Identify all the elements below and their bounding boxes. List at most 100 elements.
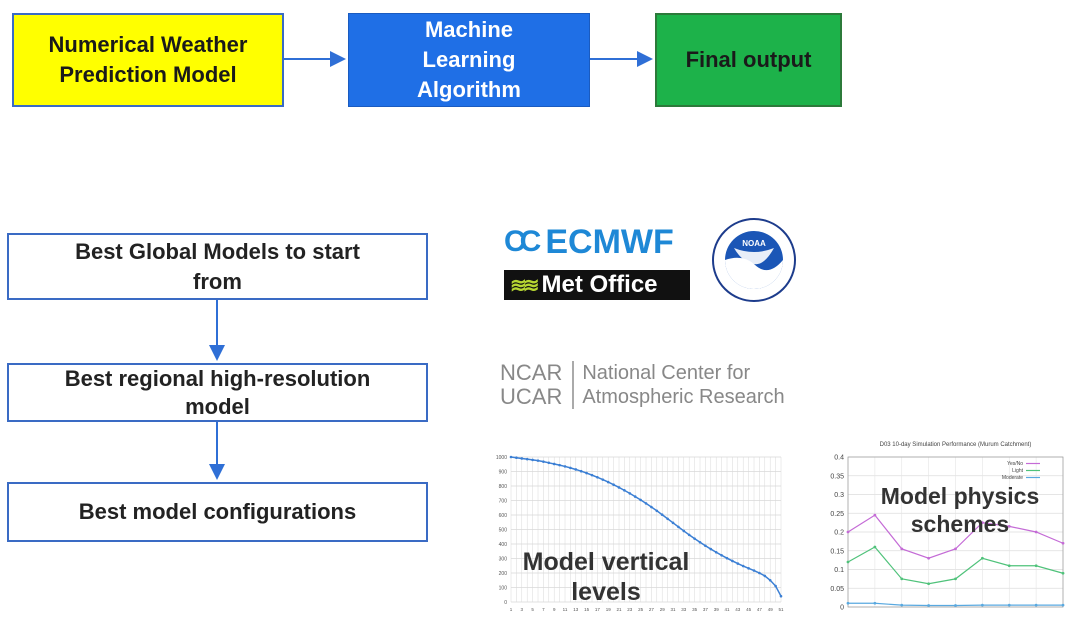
x-tick-label: 47	[757, 607, 763, 612]
data-point	[980, 521, 984, 525]
data-point	[873, 545, 877, 549]
data-point	[846, 601, 850, 605]
data-point	[954, 604, 957, 607]
y-tick-label: 0.35	[830, 473, 844, 480]
data-point	[1034, 603, 1038, 607]
data-point	[677, 525, 680, 529]
data-point	[682, 529, 686, 533]
met-office-logo: ≋≋ Met Office	[504, 270, 690, 300]
x-tick-label: 39	[714, 607, 720, 612]
data-point	[590, 473, 594, 477]
data-point	[752, 569, 756, 572]
data-point	[768, 578, 772, 582]
data-point	[633, 495, 637, 498]
ecmwf-logo: CC ECMWF	[504, 223, 674, 261]
y-tick-label: 0.1	[834, 567, 844, 574]
data-point	[873, 513, 877, 517]
data-point	[954, 547, 957, 551]
data-point	[704, 544, 707, 548]
data-point	[623, 489, 626, 492]
data-point	[558, 463, 561, 467]
y-tick-label: 800	[499, 484, 508, 490]
data-point	[520, 457, 524, 460]
data-point	[1007, 564, 1011, 568]
nwp-model-box: Numerical Weather Prediction Model	[12, 13, 284, 107]
physics-schemes-chart: D03 10-day Simulation Performance (Murum…	[830, 442, 1065, 612]
data-point	[628, 492, 632, 495]
y-tick-label: 1000	[496, 455, 507, 461]
y-tick-label: 500	[499, 528, 508, 534]
y-tick-label: 200	[499, 571, 508, 577]
y-tick-label: 900	[499, 470, 508, 476]
x-tick-label: 25	[638, 607, 644, 612]
regional-model-label: Best regional high-resolution model	[64, 365, 371, 419]
data-point	[525, 457, 529, 461]
data-point	[900, 603, 904, 607]
ml-algorithm-box: Machine Learning Algorithm	[348, 13, 590, 107]
data-point	[1007, 524, 1011, 528]
data-point	[693, 537, 696, 540]
y-tick-label: 0.15	[830, 548, 844, 555]
x-tick-label: 33	[681, 607, 687, 612]
data-point	[660, 513, 664, 517]
y-tick-label: 0.25	[830, 511, 844, 518]
data-point	[569, 466, 572, 470]
data-point	[763, 574, 767, 578]
noaa-logo-text: NOAA	[742, 239, 766, 248]
x-tick-label: 23	[627, 607, 633, 612]
y-tick-label: 0	[504, 600, 507, 606]
data-point	[1034, 564, 1038, 568]
data-point	[617, 486, 621, 489]
x-tick-label: 35	[692, 607, 698, 612]
x-tick-label: 13	[573, 607, 579, 612]
ncar-ucar-logo: NCAR UCAR National Center for Atmospheri…	[500, 361, 785, 409]
data-point	[1007, 603, 1011, 607]
x-tick-label: 19	[606, 607, 612, 612]
data-point	[927, 582, 931, 586]
data-point	[758, 571, 761, 575]
x-tick-label: 41	[724, 607, 730, 612]
data-point	[709, 547, 713, 551]
data-point	[725, 556, 729, 560]
x-tick-label: 49	[768, 607, 774, 612]
data-point	[606, 480, 610, 484]
met-office-wave-icon: ≋≋	[510, 274, 539, 297]
data-point	[720, 554, 723, 557]
x-tick-label: 9	[553, 607, 556, 612]
x-tick-label: 31	[670, 607, 676, 612]
final-output-box: Final output	[655, 13, 842, 107]
data-point	[698, 540, 702, 544]
physics-schemes-caption: Model physics schemes	[880, 483, 1040, 537]
regional-model-box: Best regional high-resolution model	[7, 363, 428, 422]
y-tick-label: 0	[840, 605, 844, 612]
model-configurations-label: Best model configurations	[78, 499, 357, 524]
data-point	[563, 465, 567, 468]
data-point	[536, 459, 540, 462]
data-point	[900, 547, 904, 551]
ncar-full-name: National Center for Atmospheric Research	[582, 362, 785, 408]
ecmwf-symbol-icon: CC	[504, 225, 541, 258]
legend-label: Light	[1012, 468, 1023, 474]
data-point	[552, 462, 556, 466]
x-tick-label: 51	[778, 607, 784, 612]
x-tick-label: 11	[563, 607, 568, 612]
y-tick-label: 600	[499, 513, 508, 519]
x-tick-label: 37	[703, 607, 709, 612]
data-point	[954, 577, 957, 581]
data-point	[547, 461, 551, 465]
y-tick-label: 400	[499, 542, 508, 548]
data-point	[650, 505, 653, 509]
data-point	[846, 530, 850, 534]
data-point	[846, 560, 850, 564]
x-tick-label: 45	[746, 607, 752, 612]
data-point	[585, 471, 588, 475]
data-point	[731, 559, 734, 563]
model-configurations-box: Best model configurations	[7, 482, 428, 542]
data-point	[900, 577, 904, 581]
data-point	[873, 601, 877, 605]
data-point	[687, 533, 691, 537]
data-point	[574, 468, 578, 471]
x-tick-label: 15	[584, 607, 590, 612]
